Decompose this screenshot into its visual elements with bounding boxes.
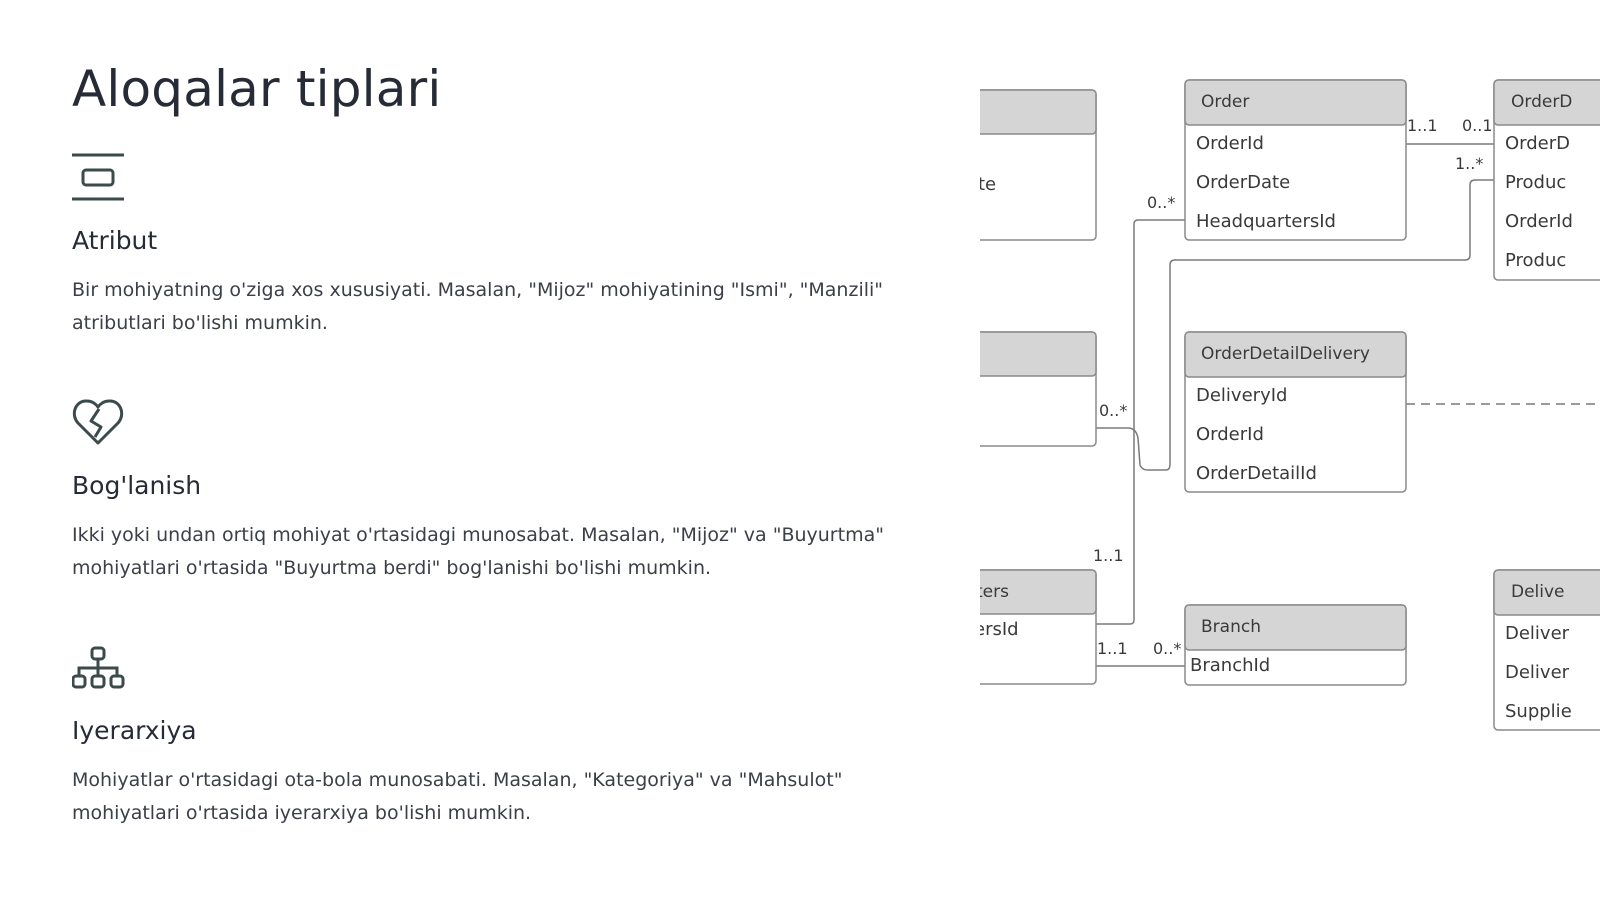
entity-order: Order OrderId OrderDate HeadquartersId xyxy=(1184,79,1407,241)
er-diagram: te ters ersId Order OrderId OrderDate He… xyxy=(980,60,1600,760)
cardinality-label: 1..* xyxy=(1455,154,1483,173)
entity-field: Produc xyxy=(1505,250,1566,271)
entity-order-detail-delivery: OrderDetailDelivery DeliveryId OrderId O… xyxy=(1184,331,1407,493)
entity-branch: Branch BranchId xyxy=(1184,604,1407,686)
cardinality-label: 1..1 xyxy=(1407,116,1438,135)
feature-description: Ikki yoki undan ortiq mohiyat o'rtasidag… xyxy=(72,524,884,579)
entity-field: Deliver xyxy=(1505,623,1570,644)
feature-description: Bir mohiyatning o'ziga xos xususiyati. M… xyxy=(72,279,884,334)
entity-field: Supplie xyxy=(1505,701,1572,722)
feature-description: Mohiyatlar o'rtasidagi ota-bola munosaba… xyxy=(72,769,843,824)
cardinality-label: 0..1 xyxy=(1462,116,1493,135)
entity-field: te xyxy=(980,174,996,195)
cardinality-label: 0..* xyxy=(1099,401,1127,420)
entity-field: OrderId xyxy=(1196,133,1264,154)
cardinality-label: 1..1 xyxy=(1093,546,1124,565)
cardinality-label: 1..1 xyxy=(1097,639,1128,658)
entity-field: HeadquartersId xyxy=(1196,211,1336,232)
feature-title: Atribut xyxy=(72,226,158,255)
broken-heart-icon xyxy=(72,397,912,451)
entity-title: Delive xyxy=(1511,582,1565,602)
entity-title: OrderDetailDelivery xyxy=(1201,344,1370,364)
feature-title: Bog'lanish xyxy=(72,471,202,500)
slide-title: Aloqalar tiplari xyxy=(72,60,442,118)
entity-left-top: te xyxy=(980,89,1097,241)
feature-title: Iyerarxiya xyxy=(72,716,197,745)
entity-right-top: OrderD OrderD Produc OrderId Produc xyxy=(1493,79,1600,281)
entity-title: Branch xyxy=(1201,617,1261,637)
feature-relationship: Bog'lanish Ikki yoki undan ortiq mohiyat… xyxy=(72,397,912,579)
entity-field: Produc xyxy=(1505,172,1566,193)
entity-field: Deliver xyxy=(1505,662,1570,683)
cardinality-label: 0..* xyxy=(1153,639,1181,658)
entity-left-mid xyxy=(980,331,1097,447)
feature-attribute: Atribut Bir mohiyatning o'ziga xos xusus… xyxy=(72,152,912,334)
entity-field: OrderD xyxy=(1505,133,1570,154)
feature-hierarchy: Iyerarxiya Mohiyatlar o'rtasidagi ota-bo… xyxy=(72,642,912,824)
rectangle-attribute-icon xyxy=(72,152,912,206)
entity-title: OrderD xyxy=(1511,92,1572,112)
entity-field: OrderDate xyxy=(1196,172,1290,193)
entity-field: DeliveryId xyxy=(1196,385,1287,406)
entity-left-bottom: ters ersId xyxy=(980,569,1097,685)
entity-title: ters xyxy=(980,582,1009,602)
entity-field: BranchId xyxy=(1190,655,1270,676)
entity-title: Order xyxy=(1201,92,1249,112)
entity-field: OrderDetailId xyxy=(1196,463,1317,484)
entity-field: OrderId xyxy=(1196,424,1264,445)
entity-field: ersId xyxy=(980,619,1019,640)
entity-right-bottom: Delive Deliver Deliver Supplie xyxy=(1493,569,1600,731)
hierarchy-tree-icon xyxy=(72,642,912,696)
entity-field: OrderId xyxy=(1505,211,1573,232)
cardinality-label: 0..* xyxy=(1147,193,1175,212)
